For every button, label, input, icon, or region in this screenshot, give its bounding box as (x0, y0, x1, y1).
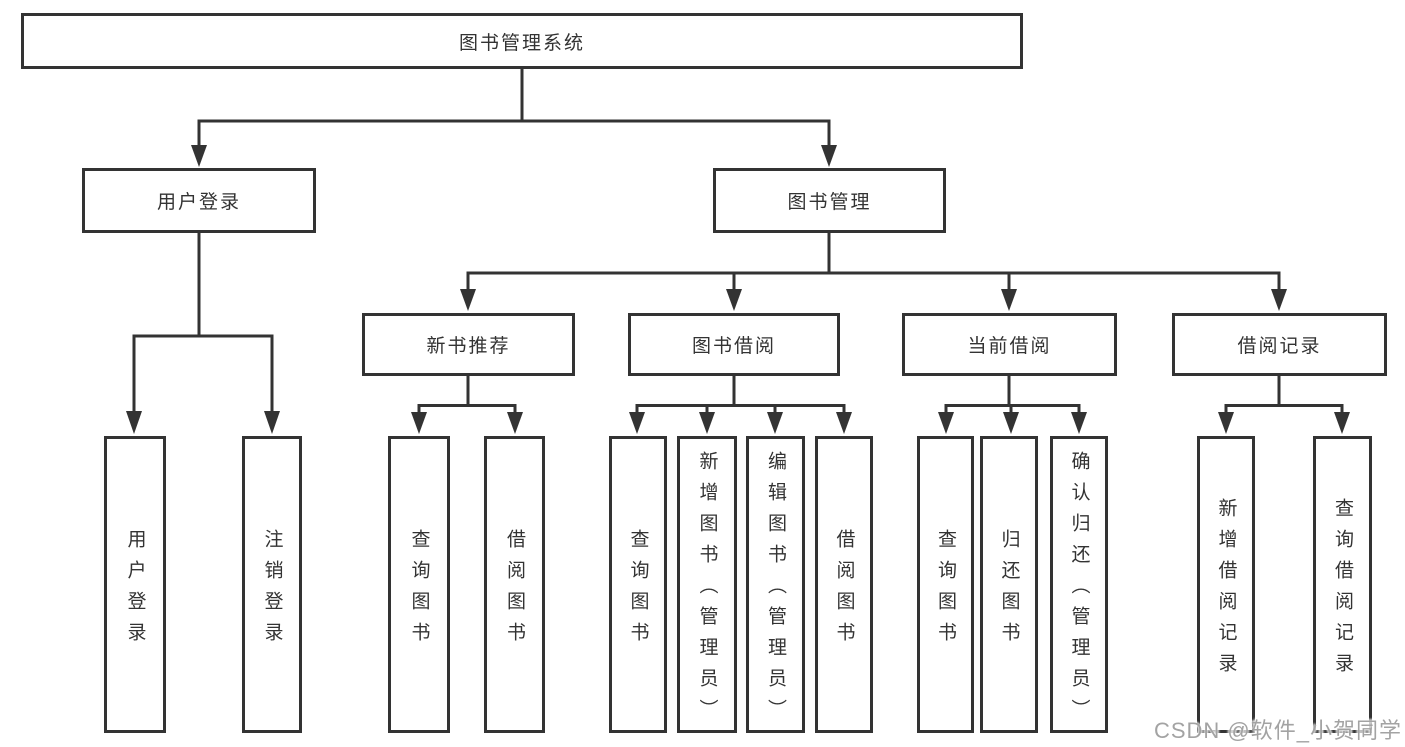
node-label: 确认归还（管理员） (1068, 451, 1090, 730)
node-label: 用户登录 (124, 528, 146, 653)
node-leaf-borrow-books: 借阅图书 (815, 436, 873, 733)
node-leaf-add-borrow-record: 新增借阅记录 (1197, 436, 1255, 733)
node-leaf-query-books: 查询图书 (917, 436, 974, 733)
node-leaf-edit-books-admin: 编辑图书（管理员） (746, 436, 805, 733)
node-label: 用户登录 (156, 192, 241, 213)
node-leaf-logout: 注销登录 (242, 436, 302, 733)
node-label: 新增图书（管理员） (696, 451, 718, 730)
node-label: 借阅记录 (1237, 336, 1322, 357)
node-label: 查询图书 (627, 528, 649, 653)
node-user-login: 用户登录 (82, 168, 316, 233)
node-root-library-system: 图书管理系统 (21, 13, 1023, 69)
node-label: 新增借阅记录 (1215, 497, 1237, 684)
node-leaf-return-books: 归还图书 (980, 436, 1038, 733)
node-leaf-add-books-admin: 新增图书（管理员） (677, 436, 737, 733)
node-label: 当前借阅 (967, 336, 1052, 357)
node-label: 查询借阅记录 (1332, 497, 1353, 684)
node-label: 注销登录 (261, 528, 283, 653)
node-book-management: 图书管理 (713, 168, 946, 233)
node-label: 图书管理系统 (458, 32, 585, 54)
node-new-book-recommend: 新书推荐 (362, 313, 575, 376)
node-leaf-user-login: 用户登录 (104, 436, 166, 733)
node-label: 编辑图书（管理员） (765, 451, 786, 730)
node-label: 查询图书 (935, 528, 956, 653)
node-leaf-borrow-books: 借阅图书 (484, 436, 545, 733)
node-label: 借阅图书 (504, 528, 525, 653)
node-leaf-query-books: 查询图书 (609, 436, 667, 733)
node-label: 新书推荐 (426, 336, 511, 357)
node-label: 图书借阅 (691, 336, 776, 357)
node-leaf-query-borrow-record: 查询借阅记录 (1313, 436, 1372, 733)
csdn-watermark: CSDN @软件_小贺同学 (1153, 718, 1402, 743)
node-label: 归还图书 (998, 528, 1020, 653)
node-label: 图书管理 (787, 192, 872, 213)
node-book-borrowing: 图书借阅 (628, 313, 840, 376)
node-label: 查询图书 (408, 528, 430, 653)
node-leaf-query-books: 查询图书 (388, 436, 450, 733)
node-label: 借阅图书 (833, 528, 855, 653)
node-current-borrowing: 当前借阅 (902, 313, 1117, 376)
node-borrowing-records: 借阅记录 (1172, 313, 1387, 376)
node-leaf-confirm-return-admin: 确认归还（管理员） (1050, 436, 1108, 733)
